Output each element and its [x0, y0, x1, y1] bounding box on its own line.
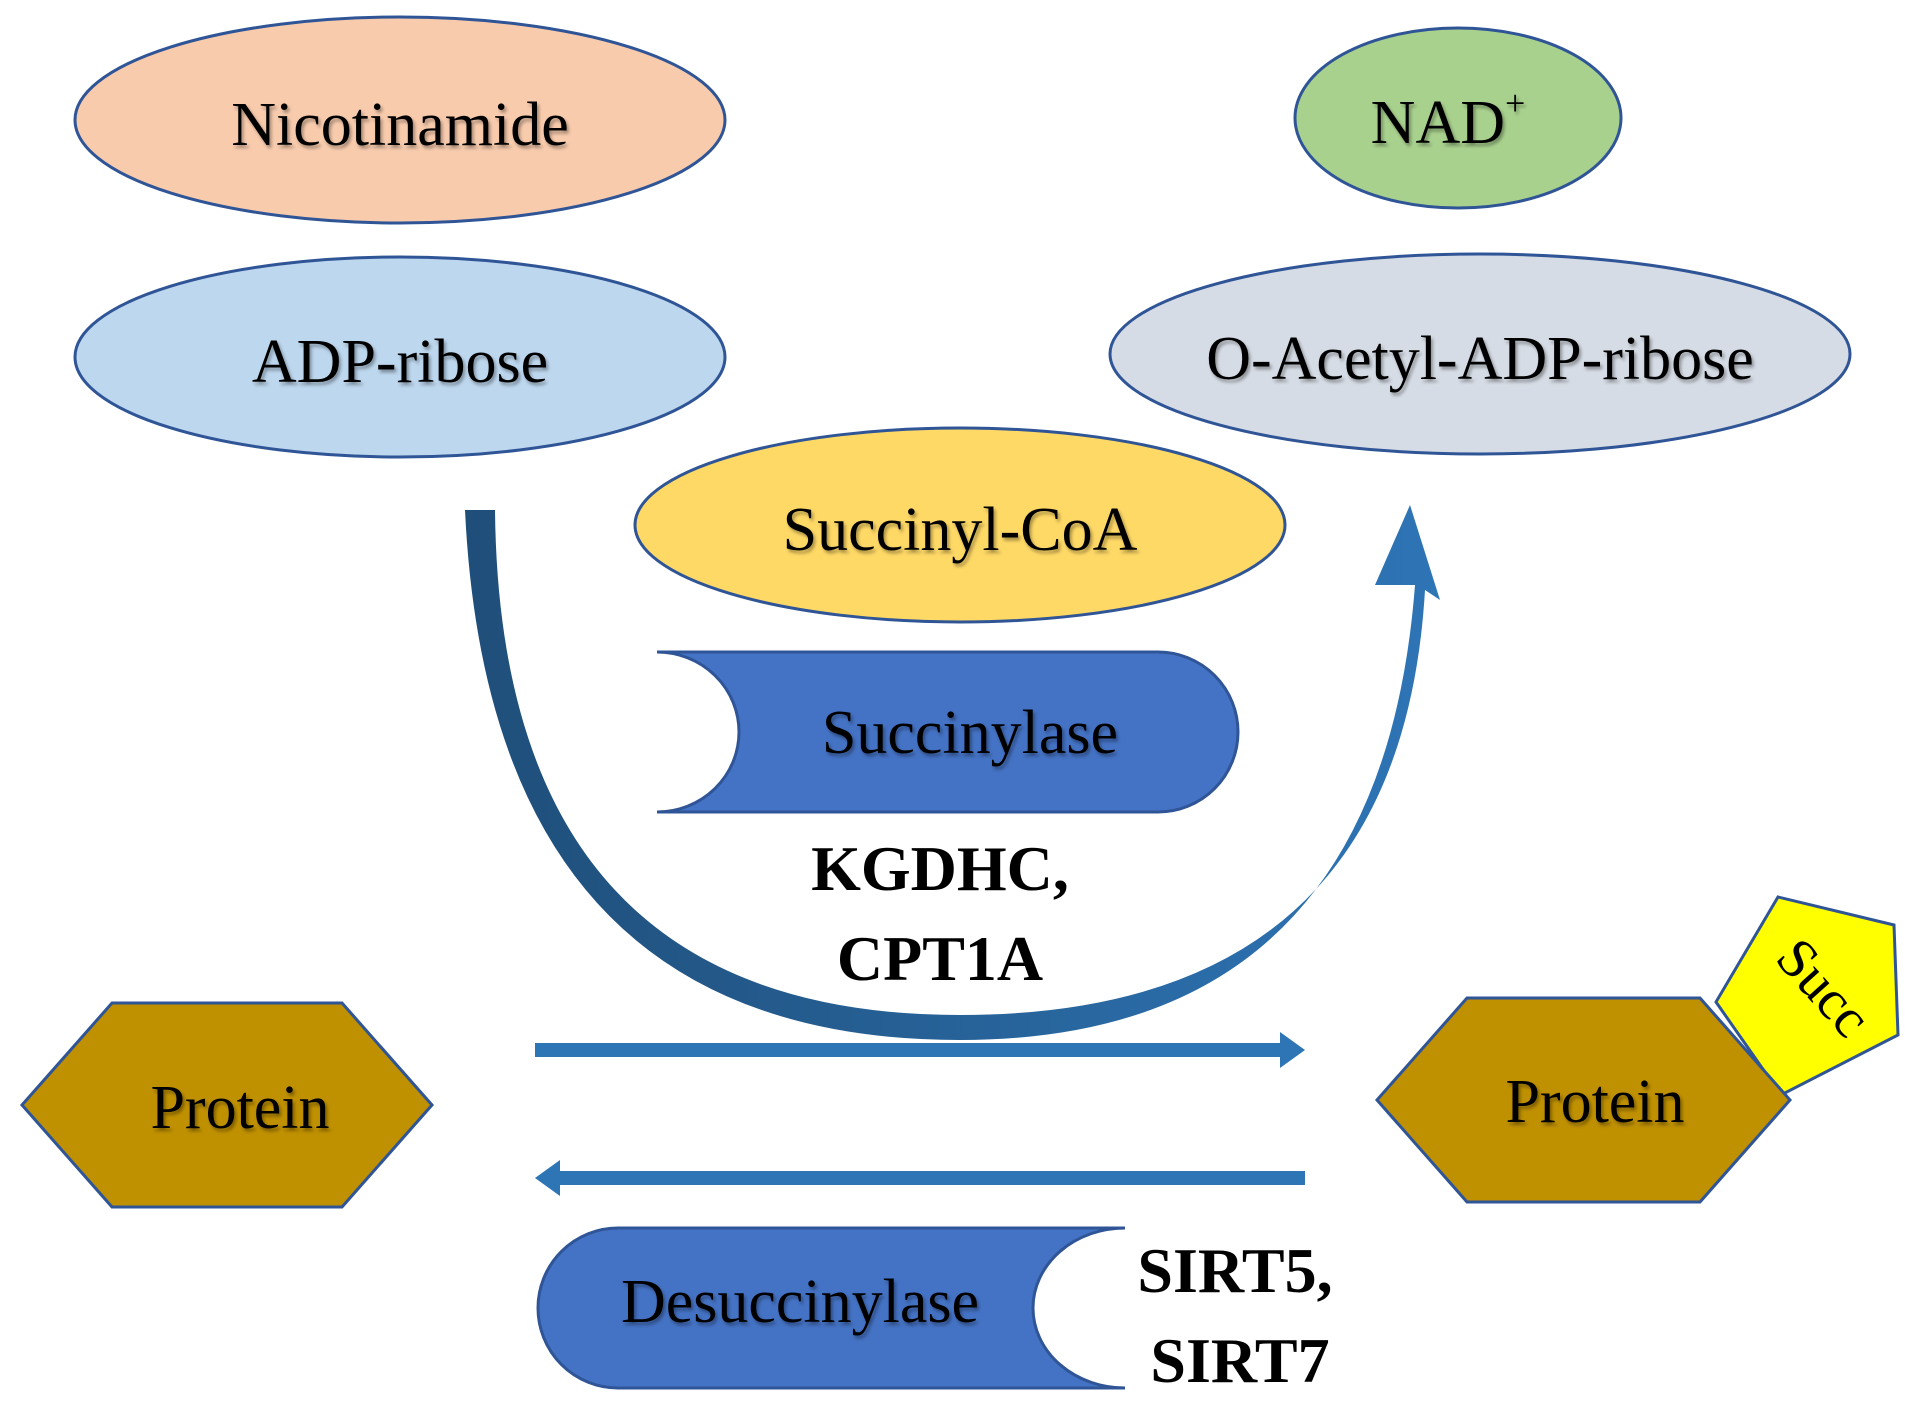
protein-left-node: Protein [19, 1001, 435, 1209]
protein-left-hexagon [19, 1001, 435, 1209]
adp-ribose-label: ADP-ribose [252, 328, 548, 396]
nad-label: NAD+ [1371, 83, 1526, 157]
nad-label-main: NAD [1371, 89, 1505, 157]
nad-label-superscript: + [1505, 83, 1525, 123]
protein-right-hexagon [1374, 996, 1793, 1204]
protein-left-label: Protein [150, 1074, 329, 1142]
nicotinamide-ellipse [73, 15, 727, 225]
succinylase-node: Succinylase [656, 650, 1240, 814]
forward-arrow-head [1280, 1032, 1305, 1068]
desuccinylase-example-1: SIRT5, [1137, 1235, 1332, 1306]
nicotinamide-label: Nicotinamide [231, 91, 568, 159]
reverse-arrow [535, 1160, 1305, 1196]
succinyl-coa-ellipse [633, 426, 1287, 624]
adp-ribose-ellipse [73, 255, 727, 459]
adp-ribose-node: ADP-ribose [73, 255, 727, 459]
desuccinylase-label: Desuccinylase [621, 1268, 979, 1336]
desuccinylase-example-2: SIRT7 [1150, 1325, 1329, 1396]
succinyl-coa-label: Succinyl-CoA [783, 496, 1138, 564]
protein-right-label: Protein [1505, 1068, 1684, 1136]
succinylase-example-2: CPT1A [837, 923, 1043, 994]
o-acetyl-adp-ribose-node: O-Acetyl-ADP-ribose [1108, 252, 1852, 456]
forward-arrow-shaft [535, 1043, 1285, 1057]
nicotinamide-node: Nicotinamide [73, 15, 727, 225]
desuccinylase-shape [536, 1226, 1126, 1390]
o-acetyl-adp-ribose-ellipse [1108, 252, 1852, 456]
succinylase-label: Succinylase [822, 699, 1118, 767]
reverse-arrow-shaft [555, 1171, 1305, 1185]
succinylase-shape [656, 650, 1240, 814]
nad-node: NAD+ [1293, 26, 1623, 210]
succinylase-example-1: KGDHC, [811, 833, 1069, 904]
nad-ellipse [1293, 26, 1623, 210]
succinyl-coa-node: Succinyl-CoA [633, 426, 1287, 624]
forward-arrow [535, 1032, 1305, 1068]
protein-right-node: Succ Protein [1374, 895, 1900, 1204]
reverse-arrow-head [535, 1160, 560, 1196]
o-acetyl-adp-ribose-label: O-Acetyl-ADP-ribose [1206, 325, 1754, 393]
desuccinylase-node: Desuccinylase [536, 1226, 1126, 1390]
